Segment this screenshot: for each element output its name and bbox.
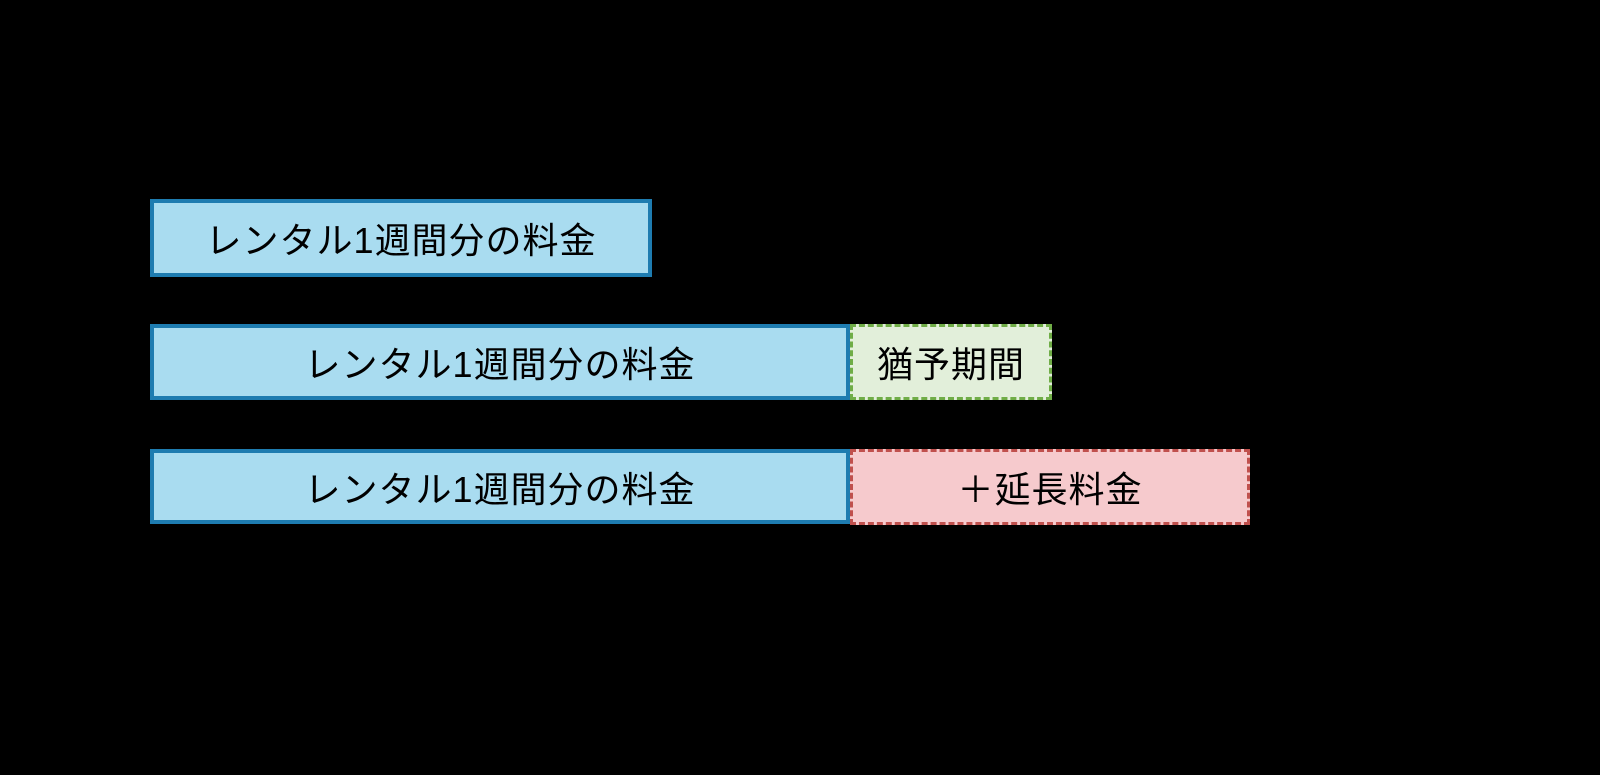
grace-period-label: 猶予期間 <box>876 344 1025 385</box>
rental-week-bar-row2: レンタル1週間分の料金 <box>150 324 850 400</box>
rental-week-label-row3: レンタル1週間分の料金 <box>304 468 696 510</box>
extension-fee-label: ＋延長料金 <box>957 469 1143 510</box>
rental-week-label-row2: レンタル1週間分の料金 <box>304 344 696 385</box>
grace-period-box: 猶予期間 <box>850 324 1052 400</box>
extension-fee-box: ＋延長料金 <box>850 449 1250 525</box>
rental-week-label-row1: レンタル1週間分の料金 <box>205 220 597 261</box>
rental-week-bar-row3: レンタル1週間分の料金 <box>150 449 850 524</box>
rental-week-bar-row1: レンタル1週間分の料金 <box>150 199 652 277</box>
